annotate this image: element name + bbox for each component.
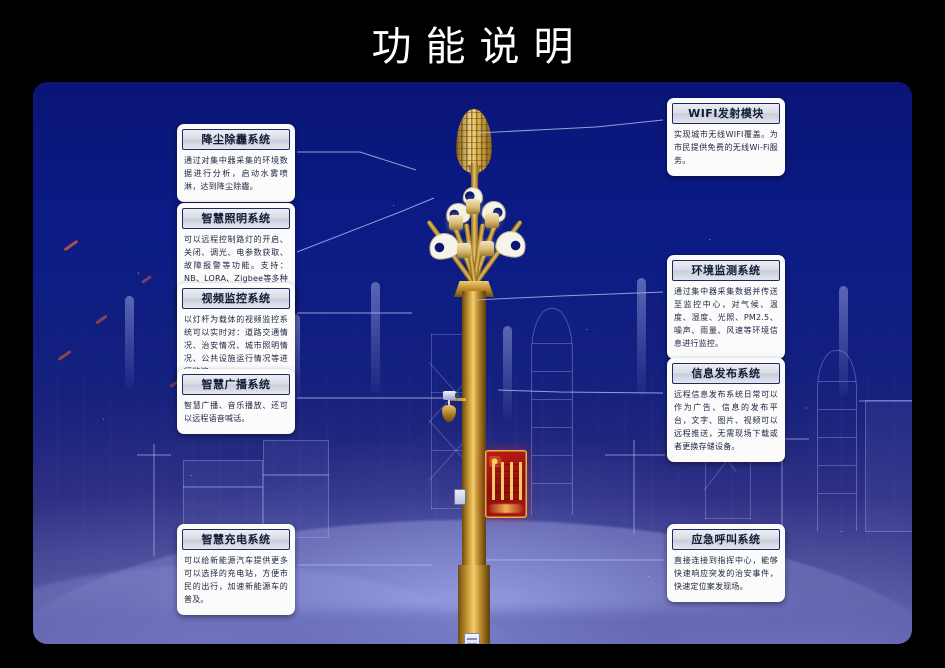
skyline-pole [137,454,171,456]
lamp-lantern-head [449,215,463,230]
skyline-roof [859,400,912,402]
lamp-pole-upper [462,291,486,613]
skyline-pole [633,440,635,534]
skyline-building [183,486,263,488]
card-title: 智慧照明系统 [182,208,290,229]
card-title: 降尘除霾系统 [182,129,290,150]
skyline-pillar [503,326,512,418]
led-information-display [485,450,527,518]
skyline-crossbar [263,474,329,476]
card-smart-charging[interactable]: 智慧充电系统 可以给新能源汽车提供更多可以选择的充电站，方便市民的出行，加速新能… [177,524,295,615]
card-wifi-module[interactable]: WIFI发射模块 实现城市无线WIFI覆盖。为市民提供免费的无线Wi-Fi服务。 [667,98,785,176]
card-body: 通过集中器采集数据并传送至监控中心，对气候、温度、湿度、光照、PM2.5、噪声、… [674,287,778,348]
skyline-pillar [371,282,380,394]
card-information-release[interactable]: 信息发布系统 远程信息发布系统日常可以作为广告、信息的发布平台，文字、图片、视频… [667,358,785,462]
card-smart-broadcast[interactable]: 智慧广播系统 智慧广播、音乐播放、还可以远程语音喊话。 [177,369,295,434]
card-title: WIFI发射模块 [672,103,780,124]
card-environment-monitoring[interactable]: 环境监测系统 通过集中器采集数据并传送至监控中心，对气候、温度、湿度、光照、PM… [667,255,785,359]
charging-panel-icon [464,633,480,644]
card-body: 实现城市无线WIFI覆盖。为市民提供免费的无线Wi-Fi服务。 [674,130,778,165]
lamp-pole-lower [458,565,490,644]
lamp-lantern-head [480,241,494,256]
skyline-arch-ladder [531,308,573,515]
card-body: 可以给新能源汽车提供更多可以选择的充电站，方便市民的出行，加速新能源车的普及。 [184,556,288,604]
broadcast-speaker-icon [442,405,456,422]
lamp-lantern-head [485,213,499,228]
lamp-center-stem [471,163,478,289]
skyline-crossbar [605,454,665,456]
card-title: 视频监控系统 [182,288,290,309]
card-dust-haze[interactable]: 降尘除霾系统 通过对集中器采集的环境数据进行分析，启动水雾喷淋，达到降尘除霾。 [177,124,295,202]
skyline-pillar [291,314,300,400]
card-body: 远程信息发布系统日常可以作为广告、信息的发布平台，文字、图片、视频可以远程推送，… [674,390,778,451]
card-title: 应急呼叫系统 [672,529,780,550]
card-title: 信息发布系统 [672,363,780,384]
skyline-pillar [839,286,848,396]
control-box-icon [454,489,466,505]
card-body: 智慧广播、音乐播放、还可以远程语音喊话。 [184,401,288,423]
skyline-pillar [637,278,646,396]
skyline-building [865,400,912,532]
camera-mount-arm [448,398,466,401]
smart-lamp-post [426,95,529,644]
skyline-arch-ladder [817,350,857,531]
page-title: 功能说明 [371,24,588,70]
card-body: 直接连接到指挥中心，能够快速响应突发的治安事件，快速定位案发现场。 [674,556,778,591]
skyline-pole [153,444,155,556]
skyline-building [263,440,329,538]
card-title: 智慧广播系统 [182,374,290,395]
card-title: 环境监测系统 [672,260,780,281]
lamp-lantern-head [457,243,471,258]
surveillance-camera-icon [443,391,459,405]
card-body: 通过对集中器采集的环境数据进行分析，启动水雾喷淋，达到降尘除霾。 [184,156,288,191]
lamp-lantern-head [466,199,480,214]
card-emergency-call[interactable]: 应急呼叫系统 直接连接到指挥中心，能够快速响应突发的治安事件，快速定位案发现场。 [667,524,785,602]
card-title: 智慧充电系统 [182,529,290,550]
skyline-pillar [125,296,134,388]
